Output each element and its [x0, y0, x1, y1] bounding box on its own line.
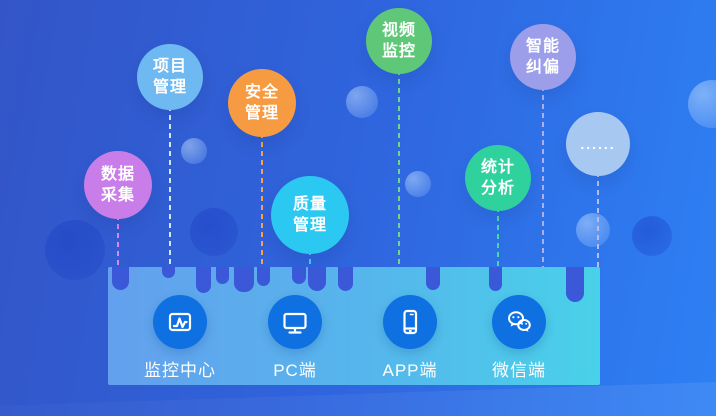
bubble-label: 视频 监控	[381, 22, 416, 60]
platform-edge-drip	[162, 267, 175, 278]
bokeh-circle	[632, 216, 672, 256]
platform-edge-drip	[308, 267, 326, 291]
terminal-label: PC端	[273, 361, 317, 380]
bubble-label: ......	[580, 136, 616, 152]
bubble-more: ......	[566, 112, 630, 176]
bokeh-circle	[405, 171, 431, 197]
smartphone-icon	[383, 295, 437, 349]
terminal-monitor-center: 监控中心	[125, 295, 235, 381]
bokeh-circle	[181, 138, 207, 164]
bokeh-circle	[576, 213, 610, 247]
bubble-label: 质量 管理	[292, 196, 327, 234]
safety-management-connector-line	[261, 133, 263, 267]
bubble-label: 智能 纠偏	[525, 38, 560, 76]
platform-edge-drip	[216, 267, 229, 284]
bokeh-circle	[688, 80, 716, 128]
quality-management-connector-line	[309, 250, 311, 267]
platform-edge-drip	[426, 267, 440, 290]
bubble-smart-correction: 智能 纠偏	[510, 24, 576, 90]
platform-edge-drip	[338, 267, 353, 291]
chart-monitor-icon	[153, 295, 207, 349]
desktop-icon	[268, 295, 322, 349]
terminal-label: 微信端	[492, 361, 546, 380]
platform-edge-drip	[112, 267, 129, 290]
platform-edge-drip	[489, 267, 502, 291]
bokeh-circle	[190, 208, 238, 256]
terminal-app: APP端	[355, 295, 465, 381]
bubble-video-monitoring: 视频 监控	[366, 8, 432, 74]
bubble-label: 统计 分析	[480, 159, 515, 197]
bubble-quality-management: 质量 管理	[271, 176, 349, 254]
terminal-label: 监控中心	[144, 361, 216, 380]
statistics-analysis-connector-line	[497, 207, 499, 267]
platform-edge-drip	[566, 267, 584, 302]
data-collection-connector-line	[117, 215, 119, 267]
smart-correction-connector-line	[542, 86, 544, 267]
wechat-icon	[492, 295, 546, 349]
terminal-label: APP端	[382, 361, 438, 380]
terminal-wechat: 微信端	[464, 295, 574, 381]
bokeh-circle	[346, 86, 378, 118]
bubble-safety-management: 安全 管理	[228, 69, 296, 137]
bubble-label: 安全 管理	[244, 84, 279, 122]
platform-edge-drip	[292, 267, 306, 284]
bokeh-circle	[45, 220, 105, 280]
project-management-connector-line	[169, 106, 171, 267]
bubble-project-management: 项目 管理	[137, 44, 203, 110]
more-connector-line	[597, 172, 599, 267]
video-monitoring-connector-line	[398, 70, 400, 267]
platform-edge-drip	[234, 267, 254, 292]
platform-edge-drip	[257, 267, 270, 286]
platform-edge-drip	[196, 267, 211, 293]
terminal-pc: PC端	[240, 295, 350, 381]
bubble-data-collection: 数据 采集	[84, 151, 152, 219]
bubble-label: 数据 采集	[100, 166, 135, 204]
bubble-statistics-analysis: 统计 分析	[465, 145, 531, 211]
bottom-light-band	[0, 382, 716, 416]
bubble-label: 项目 管理	[152, 58, 187, 96]
